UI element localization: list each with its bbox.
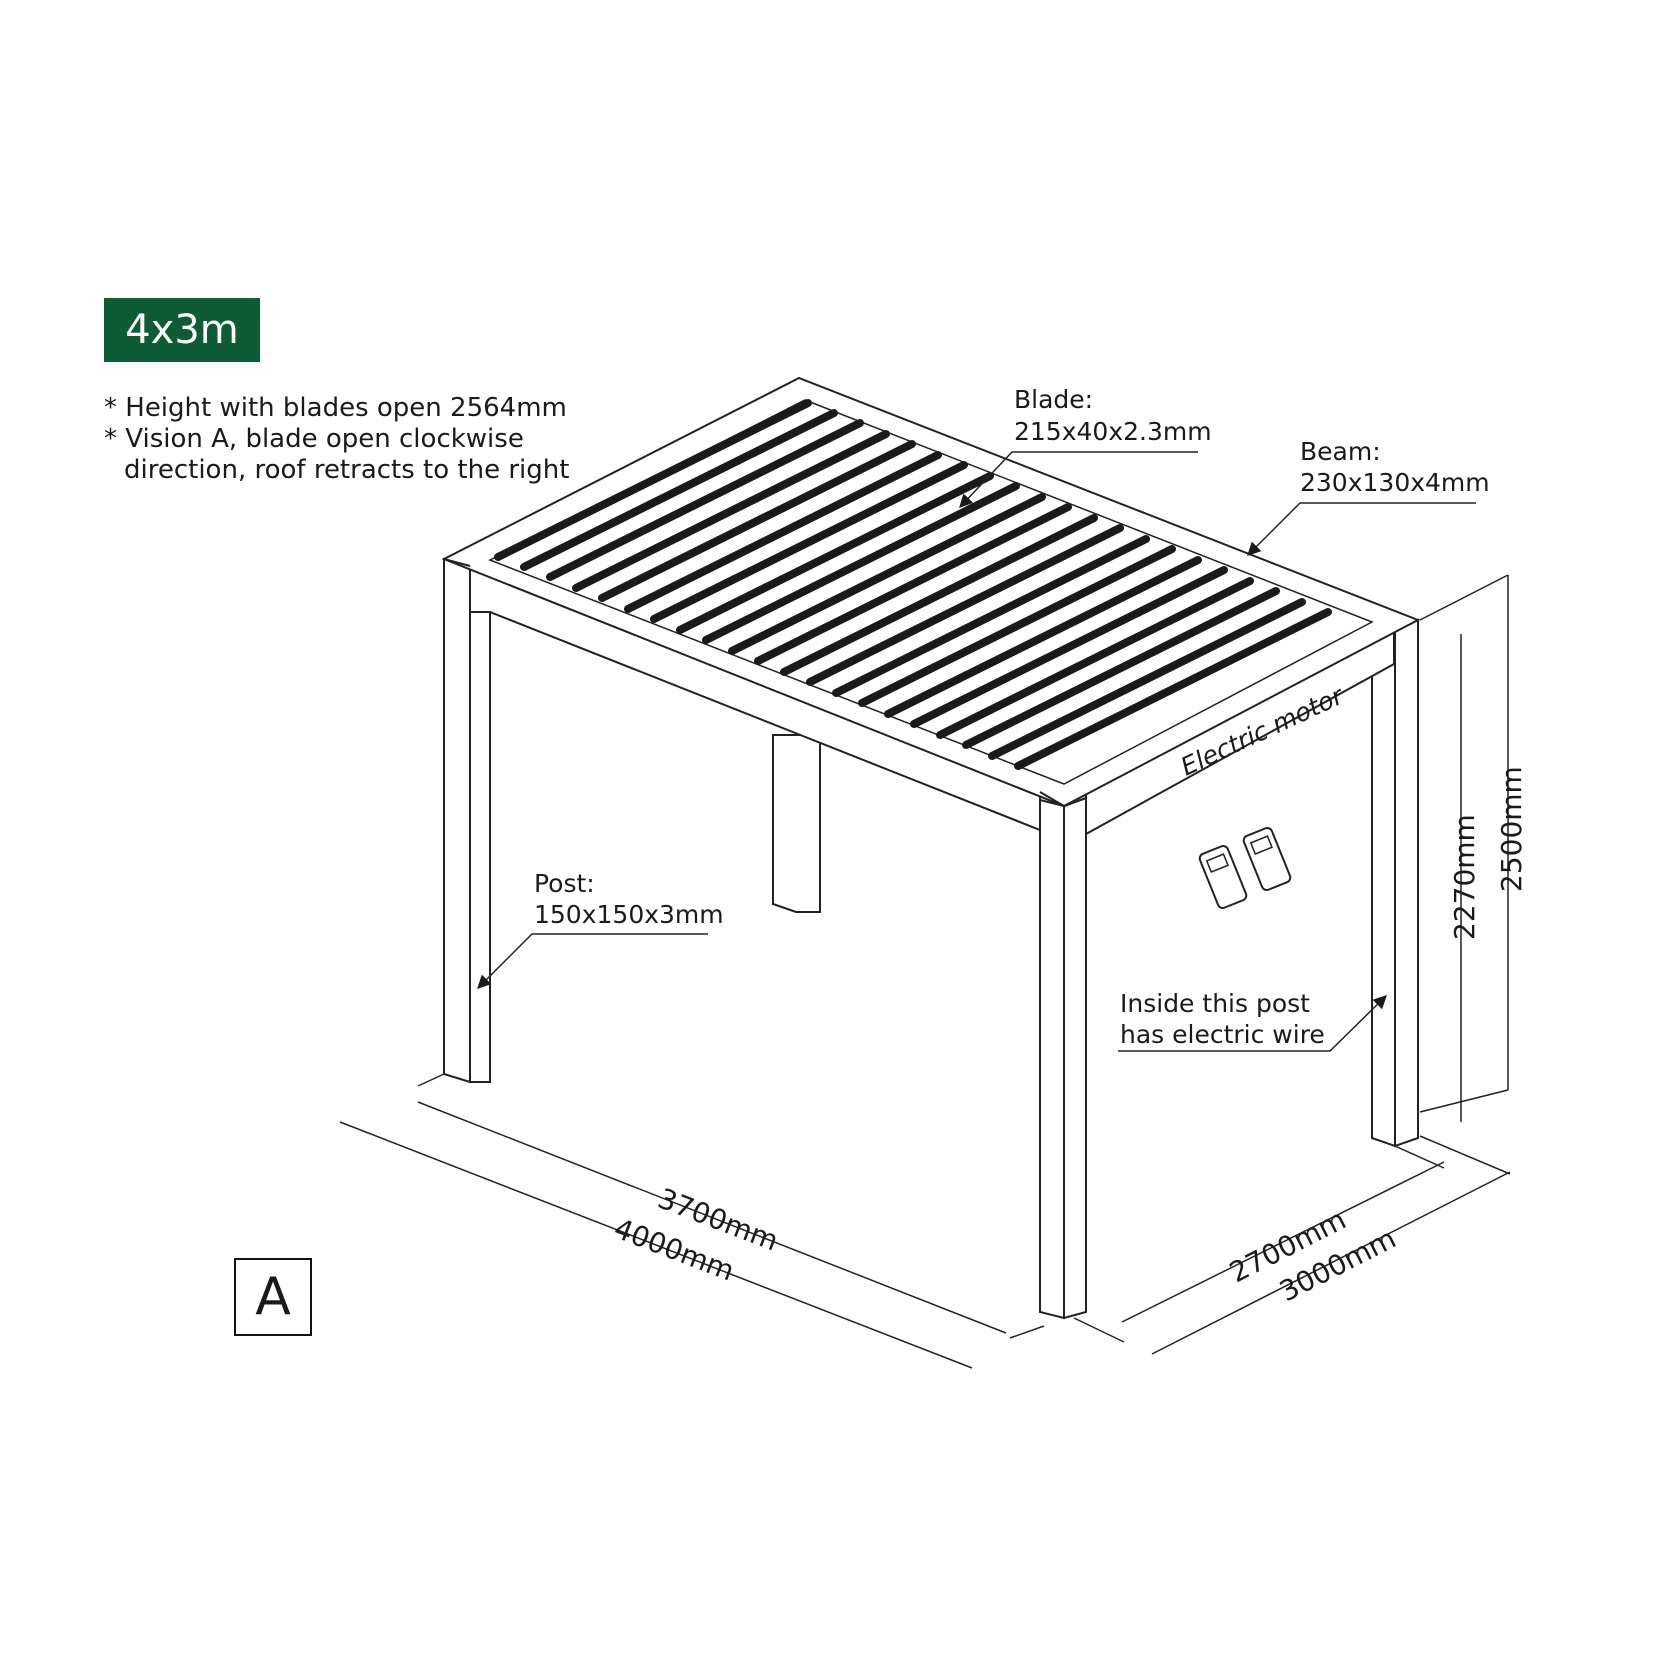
corner-post-face-a <box>1039 798 1065 1320</box>
dimension-lines <box>339 574 1511 1369</box>
note-vision-cont: direction, roof retracts to the right <box>124 455 570 485</box>
wire-line1: Inside this post <box>1120 989 1310 1018</box>
remote-control-icon <box>1198 827 1292 909</box>
wire-line2: has electric wire <box>1120 1020 1325 1049</box>
post-title: Post: <box>534 869 595 898</box>
corner-post-face-b <box>1063 796 1087 1320</box>
note-vision: * Vision A, blade open clockwise <box>104 424 524 454</box>
note-height: * Height with blades open 2564mm <box>104 393 567 423</box>
blade-title: Blade: <box>1014 385 1093 414</box>
beam-title: Beam: <box>1300 437 1381 466</box>
size-badge: 4x3m <box>104 298 260 362</box>
left-post <box>443 557 471 1084</box>
post-size: 150x150x3mm <box>534 900 724 929</box>
dim-inner-height: 2270mm <box>1448 814 1481 940</box>
callout-leaders <box>477 451 1476 1052</box>
left-post-front <box>469 558 491 1083</box>
dim-outer-height: 2500mm <box>1495 766 1528 892</box>
beam-size: 230x130x4mm <box>1300 468 1490 497</box>
right-post-side <box>1394 618 1419 1148</box>
vision-label: A <box>234 1258 312 1336</box>
back-post <box>772 734 821 913</box>
notes: * Height with blades open 2564mm * Visio… <box>104 393 569 486</box>
right-post <box>1371 618 1396 1148</box>
blade-size: 215x40x2.3mm <box>1014 417 1212 446</box>
roof-blades <box>494 399 1332 770</box>
